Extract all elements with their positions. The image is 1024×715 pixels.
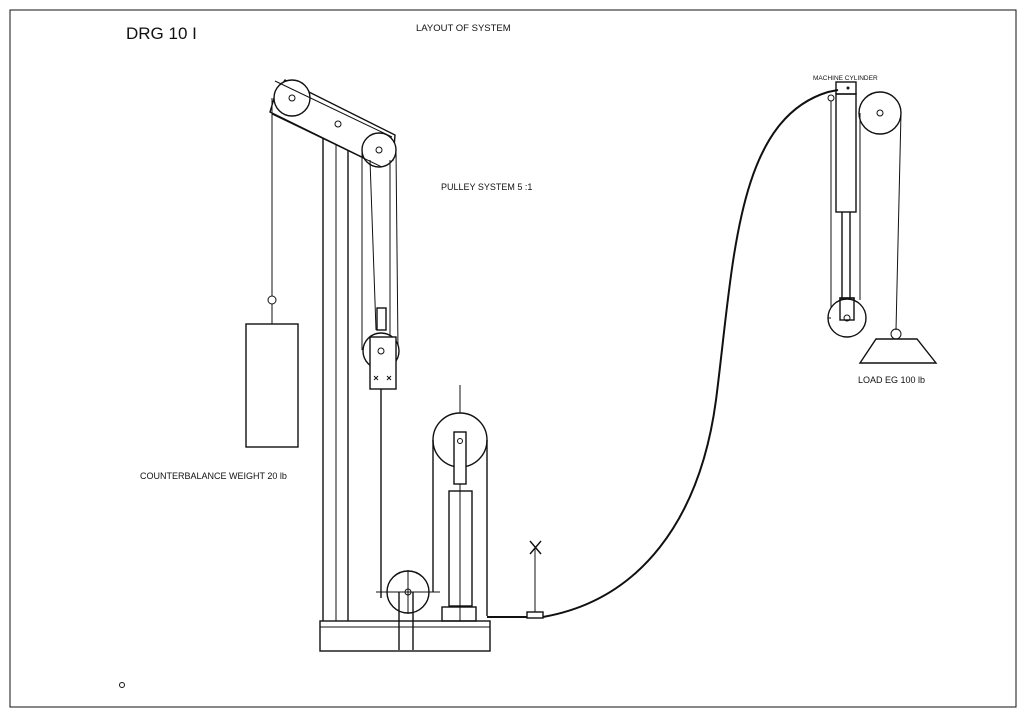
base-plate: [319, 620, 491, 652]
top-pulley-arm: [269, 79, 397, 168]
vertical-mast: [322, 128, 349, 621]
machine-cylinder-label: MACHINE CYLINDER: [813, 75, 878, 82]
moving-pulley-block: [362, 307, 400, 586]
counterbalance-label: COUNTERBALANCE WEIGHT 20 lb: [140, 471, 287, 481]
pulley-system-ropes: [361, 149, 399, 351]
drawing-number: DRG 10 I: [126, 24, 197, 43]
drive-cylinder-assembly: [432, 385, 488, 622]
drawing-title: LAYOUT OF SYSTEM: [416, 23, 511, 34]
valve-marker: [526, 540, 544, 619]
load-weight: [858, 328, 938, 364]
hydraulic-hose: [487, 89, 839, 618]
counterbalance-weight: [245, 323, 299, 448]
pulley-system-label: PULLEY SYSTEM 5 :1: [441, 182, 532, 192]
drawing-border: [9, 9, 1017, 708]
counterbalance-hook: [267, 295, 277, 305]
registration-mark: [119, 682, 125, 688]
load-label: LOAD EG 100 lb: [858, 375, 925, 385]
bottom-pulley: [376, 570, 440, 650]
machine-cylinder: [827, 81, 867, 338]
load-pulley: [828, 91, 902, 331]
